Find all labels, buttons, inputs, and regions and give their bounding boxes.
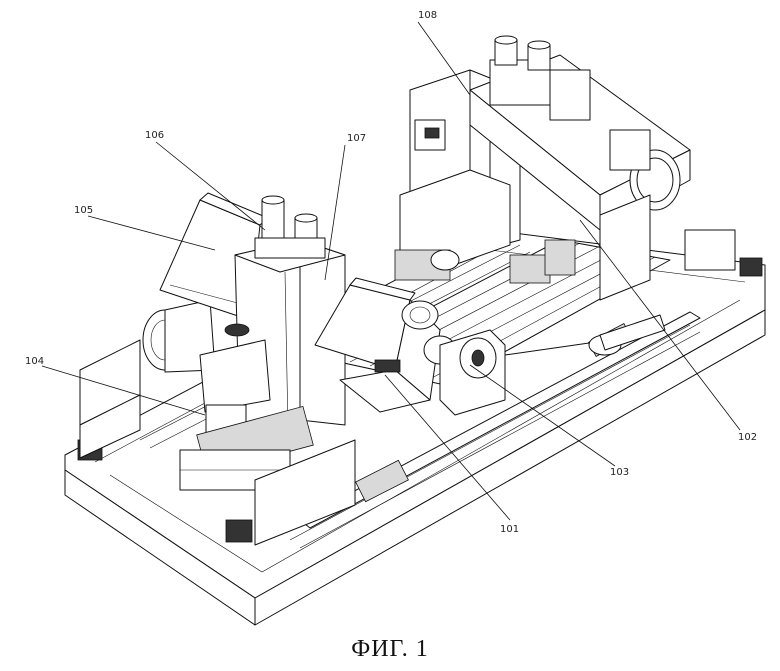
label-106: 106: [145, 130, 164, 141]
label-102: 102: [738, 432, 757, 443]
label-104: 104: [25, 356, 44, 367]
figure-caption: ФИГ. 1: [0, 636, 780, 663]
label-107: 107: [347, 133, 366, 144]
label-103: 103: [610, 467, 629, 478]
label-101: 101: [500, 524, 519, 535]
label-105: 105: [74, 205, 93, 216]
label-108: 108: [418, 10, 437, 21]
